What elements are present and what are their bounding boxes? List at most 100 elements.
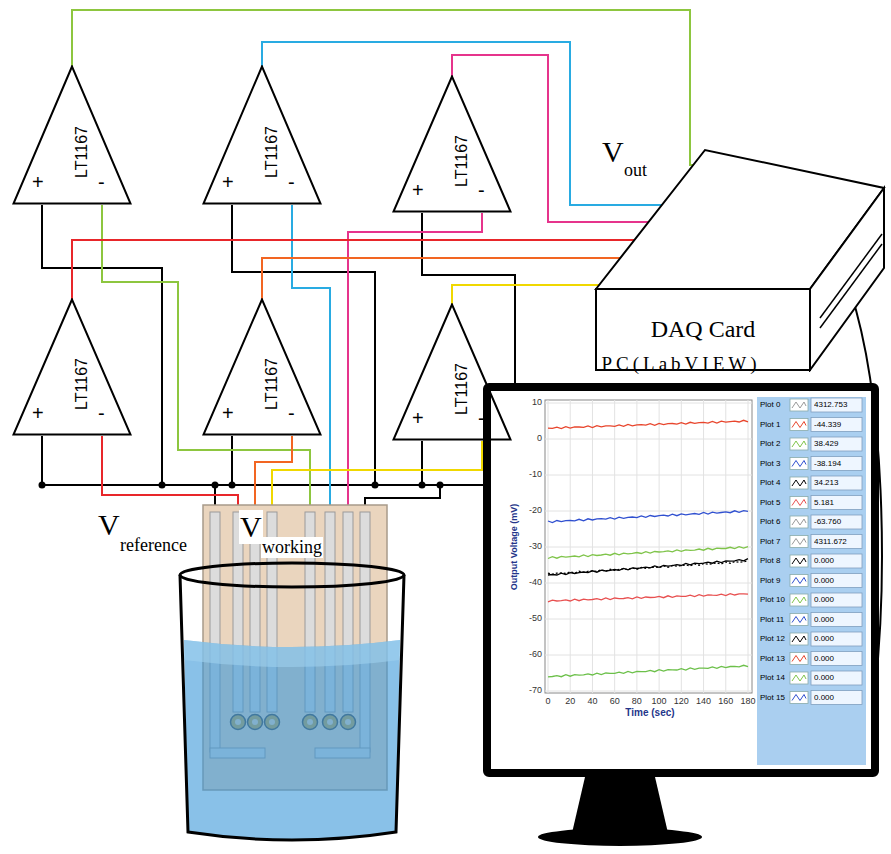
tick-label: 20 [555, 696, 585, 706]
op-amp-outline [204, 300, 321, 435]
plot-icon [790, 399, 808, 411]
chart-plot [545, 398, 862, 705]
plot-value: 4312.753 [814, 400, 860, 409]
ground-wires-part [421, 441, 423, 485]
grid-line [545, 475, 752, 476]
beaker [180, 563, 404, 840]
plot-value: 38.429 [814, 439, 860, 448]
value-box [811, 632, 862, 646]
tick-label: -50 [519, 613, 542, 623]
plot-name: Plot 14 [760, 673, 785, 682]
plot-icon-line [792, 578, 806, 584]
plot-name: Plot 13 [760, 654, 785, 663]
plot-value: 34.213 [814, 478, 860, 487]
signal-name: reference [120, 535, 187, 556]
plot-icon [790, 692, 808, 704]
plot-icon-line [792, 422, 806, 428]
plot-icon [790, 555, 808, 567]
daq-slot [820, 234, 882, 318]
plot-trace [548, 594, 748, 602]
plot-trace [548, 511, 748, 523]
plot-name: Plot 8 [760, 556, 780, 565]
plot-value: 5.181 [814, 498, 860, 507]
plot-icon [790, 633, 808, 645]
signal-name: out [624, 160, 647, 181]
plot-value: 4311.672 [814, 537, 860, 546]
junction-dots-part [159, 482, 166, 489]
plot-value: 0.000 [814, 693, 860, 702]
junction-dots-part [372, 482, 379, 489]
plot-value: 0.000 [814, 634, 860, 643]
plot-value: -44.339 [814, 420, 860, 429]
plot-icon [790, 575, 808, 587]
daq-side-face [810, 188, 884, 370]
plot-value: 0.000 [814, 654, 860, 663]
plot-icon [790, 536, 808, 548]
plot-trace [548, 420, 748, 428]
pin-label: + [412, 407, 424, 430]
plot-value: -38.194 [814, 459, 860, 468]
monitor-part [572, 777, 668, 833]
plot-value: 0.000 [814, 595, 860, 604]
chip-name: LT1167 [453, 135, 471, 187]
chip-name: LT1167 [263, 126, 281, 178]
op-amp-triangle [392, 303, 512, 441]
tick-label: 160 [711, 696, 741, 706]
plot-icon-line [792, 461, 806, 467]
plot-icon-line [792, 402, 806, 408]
signal-name: V [98, 508, 120, 542]
junction-dots-part [229, 482, 236, 489]
tick-label: -60 [519, 649, 542, 659]
tick-label: -30 [519, 541, 542, 551]
value-box [811, 457, 862, 471]
plot-name: Plot 11 [760, 615, 784, 624]
pin-label: + [32, 171, 44, 194]
value-box [811, 437, 862, 451]
ground-wires [42, 205, 527, 515]
pin-label: - [288, 402, 295, 425]
input-wires [102, 205, 482, 515]
grid-line [545, 547, 752, 548]
op-amp: LT1167+- [202, 298, 322, 436]
daq-card-box: DAQ Card [588, 148, 886, 372]
plot-icon-line [792, 597, 806, 603]
axis-title: Time (sec) [600, 707, 700, 718]
op-amp-triangle [12, 65, 132, 205]
axis-title: Output Voltage (mV) [509, 504, 519, 590]
plot-trace [548, 547, 748, 559]
ground-wires-part [231, 436, 233, 485]
grid-line [545, 511, 752, 512]
value-box [811, 535, 862, 549]
chip-name: LT1167 [73, 126, 91, 178]
signal-name: V [602, 135, 624, 169]
junction-dots-part [212, 482, 219, 489]
pin-label: - [98, 171, 105, 194]
pin-label: - [98, 402, 105, 425]
grid-line [545, 619, 752, 620]
monitor-part [491, 391, 871, 769]
op-amp-triangle [392, 75, 512, 213]
junction-dots-part [437, 482, 444, 489]
plot-icon [790, 419, 808, 431]
pin-label: + [222, 171, 234, 194]
grid-line [545, 583, 752, 584]
plot-icon [790, 497, 808, 509]
tick-label: -40 [519, 577, 542, 587]
op-amp-triangle [12, 298, 132, 436]
op-amp-outline [14, 67, 131, 204]
plot-icon-line [792, 617, 806, 623]
pin-label: - [288, 171, 295, 194]
daq-slot [820, 244, 882, 328]
grid-line [545, 691, 752, 692]
op-amp: LT1167 + - [12, 65, 132, 205]
plot-name: Plot 4 [760, 478, 780, 487]
signal-wire [72, 240, 634, 299]
plot-name: Plot 7 [760, 537, 780, 546]
plot-icon-line [792, 519, 806, 525]
plot-icon [790, 458, 808, 470]
plot-icon [790, 653, 808, 665]
pin-label: + [222, 402, 234, 425]
plot-icon-line [792, 539, 806, 545]
